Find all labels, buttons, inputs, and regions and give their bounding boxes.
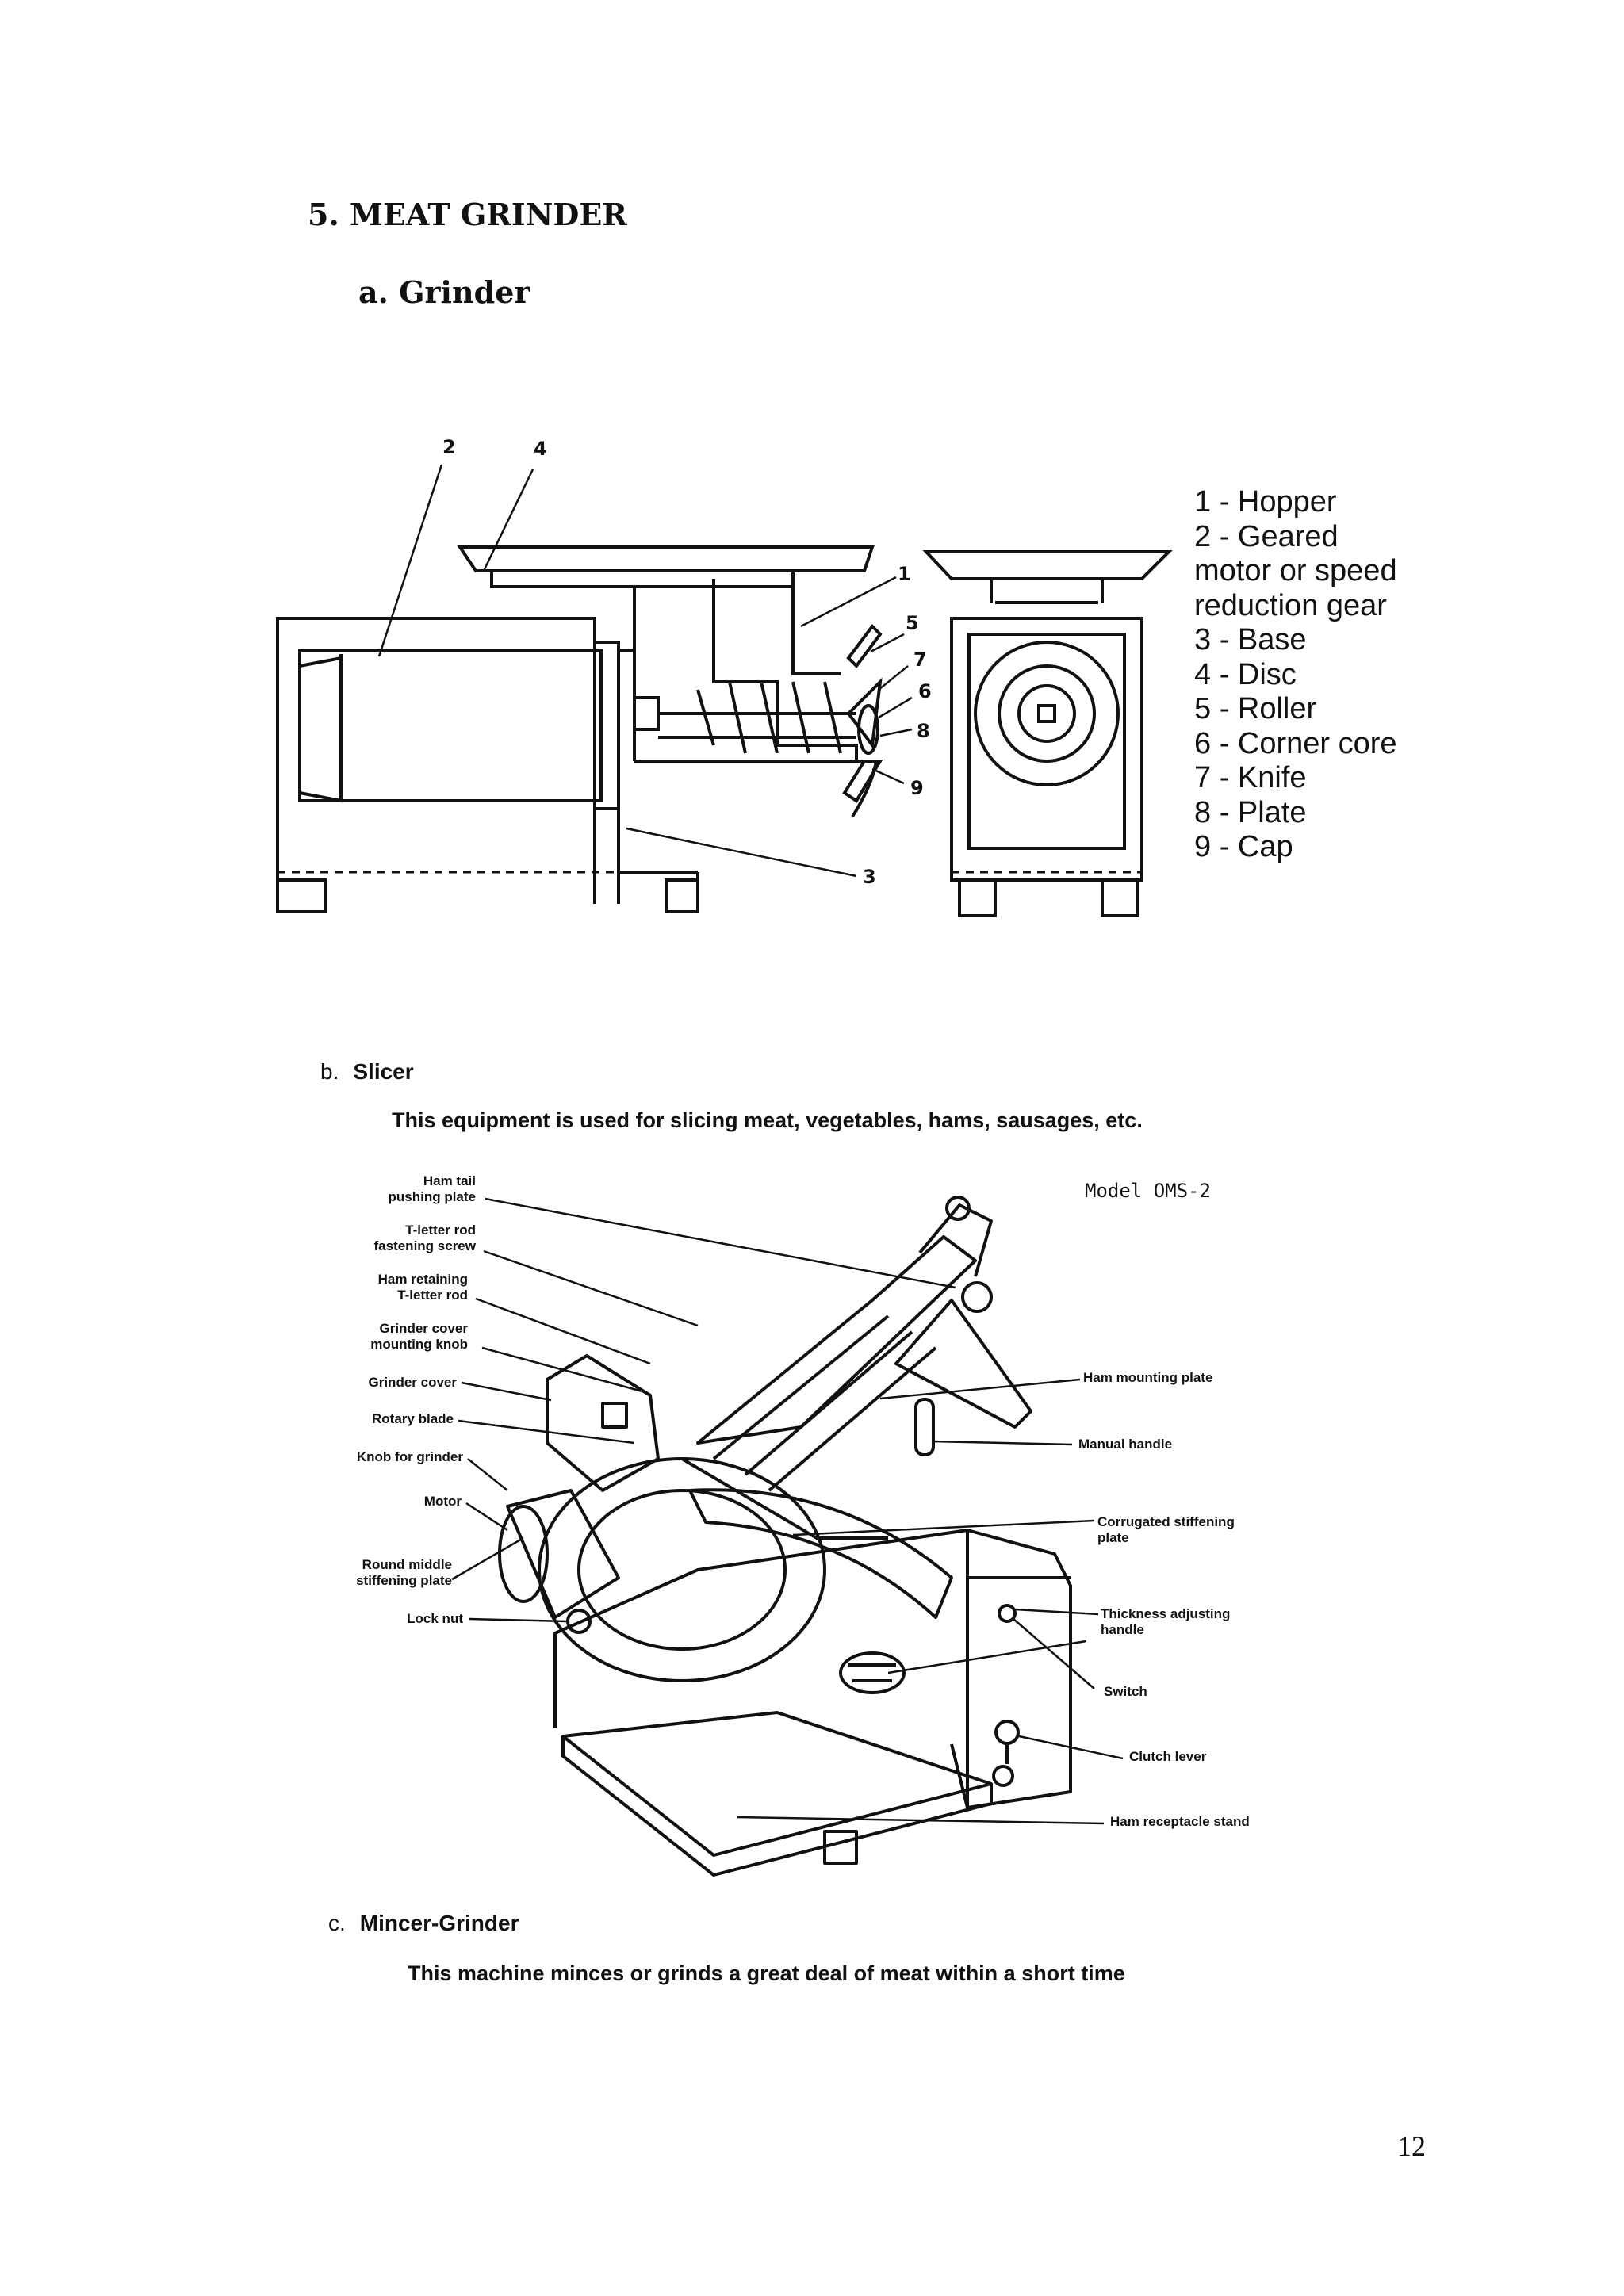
section-title: 5. MEAT GRINDER (308, 197, 627, 232)
label-thickness-adjusting-handle: Thickness adjusting handle (1101, 1606, 1231, 1637)
slicer-thickness-knob (839, 1651, 906, 1694)
grinder-num-4: 4 (534, 438, 547, 460)
label-lock-nut: Lock nut (407, 1611, 463, 1626)
slicer-clutch-lever (994, 1720, 1020, 1745)
legend-item: 5 - Roller (1194, 692, 1317, 725)
label-round-middle-stiffening-plate: Round middle stiffening plate (356, 1557, 452, 1588)
legend-item: 7 - Knife (1194, 761, 1307, 794)
grinder-num-3: 3 (863, 866, 876, 888)
label-t-letter-rod-fastening-screw: T-letter rod fastening screw (373, 1223, 477, 1253)
grinder-num-2: 2 (442, 436, 456, 458)
label-clutch-lever: Clutch lever (1129, 1749, 1207, 1764)
label-grinder-cover: Grinder cover (368, 1375, 458, 1390)
legend-item: reduction gear (1194, 588, 1387, 622)
label-rotary-blade: Rotary blade (372, 1411, 454, 1426)
grinder-legend: 1 - Hopper 2 - Geared motor or speed red… (1194, 485, 1397, 865)
slicer-ham-mounting-plate (894, 1299, 1032, 1429)
legend-item: 6 - Corner core (1194, 726, 1397, 760)
label-ham-retaining-t-letter-rod: Ham retaining T-letter rod (377, 1272, 468, 1303)
slicer-description: This equipment is used for slicing meat,… (392, 1108, 1143, 1132)
grinder-num-5: 5 (906, 612, 919, 634)
label-switch: Switch (1104, 1684, 1147, 1699)
mincer-heading: c. Mincer-Grinder (328, 1911, 519, 1936)
grinder-num-7: 7 (914, 649, 927, 671)
slicer-model: Model OMS-2 (1085, 1180, 1211, 1202)
slicer-receptacle-stand (561, 1711, 993, 1857)
slicer-corrugated-plate (688, 1488, 953, 1619)
label-motor: Motor (423, 1494, 462, 1509)
grinder-front-housing (950, 617, 1143, 882)
slicer-letter: b. (320, 1059, 339, 1084)
legend-item: 1 - Hopper (1194, 485, 1337, 519)
label-ham-tail-pushing-plate: Ham tail pushing plate (388, 1173, 477, 1204)
legend-item: 8 - Plate (1194, 795, 1307, 829)
mincer-description: This machine minces or grinds a great de… (408, 1961, 1125, 1985)
slicer-base (553, 1529, 1072, 1809)
legend-item: 3 - Base (1194, 623, 1307, 656)
slicer-heading: b. Slicer (320, 1059, 414, 1085)
slicer-motor (506, 1489, 620, 1619)
grinder-hopper-front (922, 550, 1173, 580)
grinder-num-8: 8 (917, 720, 930, 742)
slicer-grinder-cover (546, 1354, 660, 1492)
label-ham-mounting-plate: Ham mounting plate (1083, 1370, 1213, 1385)
legend-item: 4 - Disc (1194, 657, 1297, 691)
grinder-hopper-side (457, 545, 875, 572)
legend-item: motor or speed (1194, 554, 1397, 587)
grinder-num-6: 6 (918, 680, 932, 702)
mincer-letter: c. (328, 1911, 346, 1935)
grinder-diagram (276, 464, 1173, 917)
grinder-num-1: 1 (898, 563, 911, 585)
legend-item: 2 - Geared (1194, 519, 1339, 553)
label-grinder-cover-mounting-knob: Grinder cover mounting knob (370, 1321, 468, 1352)
slicer-title: Slicer (353, 1059, 414, 1084)
slicer-manual-handle (914, 1398, 935, 1456)
page-number: 12 (1397, 2130, 1426, 2162)
label-ham-receptacle-stand: Ham receptacle stand (1110, 1814, 1250, 1829)
grinder-num-9: 9 (910, 777, 924, 799)
legend-item: 9 - Cap (1194, 830, 1293, 863)
label-corrugated-stiffening-plate: Corrugated stiffening plate (1097, 1514, 1235, 1545)
slicer-diagram (451, 1196, 1124, 1877)
label-manual-handle: Manual handle (1078, 1437, 1173, 1452)
slicer-lock-nut (566, 1609, 592, 1634)
slicer-switch (998, 1604, 1017, 1623)
label-knob-for-grinder: Knob for grinder (356, 1449, 463, 1464)
subsection-title: a. Grinder (358, 274, 530, 310)
mincer-title: Mincer-Grinder (359, 1911, 519, 1935)
